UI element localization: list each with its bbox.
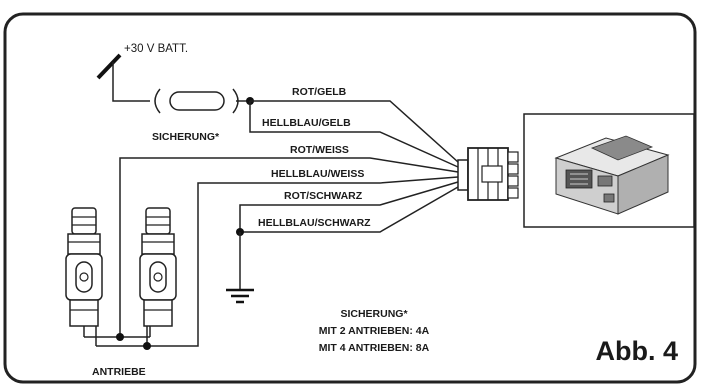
- fuse-label: SICHERUNG*: [152, 131, 220, 143]
- actuator-junction-dot-1: [116, 333, 124, 341]
- battery-terminal-icon: [96, 53, 150, 102]
- note-title: SICHERUNG*: [340, 308, 408, 320]
- wire-label-red-yellow: ROT/GELB: [292, 86, 347, 98]
- wire-label-lightblue-white: HELLBLAU/WEISS: [271, 168, 364, 180]
- note-line-2: MIT 4 ANTRIEBEN: 8A: [319, 342, 430, 354]
- wire-label-red-black: ROT/SCHWARZ: [284, 190, 363, 202]
- wire-red-white: [119, 157, 459, 337]
- wire-red-black: [239, 181, 459, 232]
- figure-label: Abb. 4: [595, 336, 678, 366]
- battery-label: +30 V BATT.: [124, 43, 188, 55]
- fuse-icon: [154, 88, 250, 114]
- actuator-junction-dot-2: [143, 342, 151, 350]
- wire-label-red-white: ROT/WEISS: [290, 144, 349, 156]
- wire-lightblue-black: [240, 186, 459, 233]
- actuator-right-icon: [139, 207, 177, 346]
- wiring-connector-icon: [457, 147, 519, 201]
- wire-lightblue-white: [147, 176, 459, 347]
- actuators-label: ANTRIEBE: [92, 366, 146, 378]
- ground-icon: [226, 232, 254, 304]
- wire-label-lightblue-yellow: HELLBLAU/GELB: [262, 117, 351, 129]
- control-module-image: [523, 113, 695, 228]
- wire-red-yellow: [250, 100, 459, 163]
- note-line-1: MIT 2 ANTRIEBEN: 4A: [319, 325, 430, 337]
- wire-label-lightblue-black: HELLBLAU/SCHWARZ: [258, 217, 371, 229]
- actuator-left-icon: [65, 207, 103, 346]
- wire-lightblue-yellow: [249, 101, 459, 168]
